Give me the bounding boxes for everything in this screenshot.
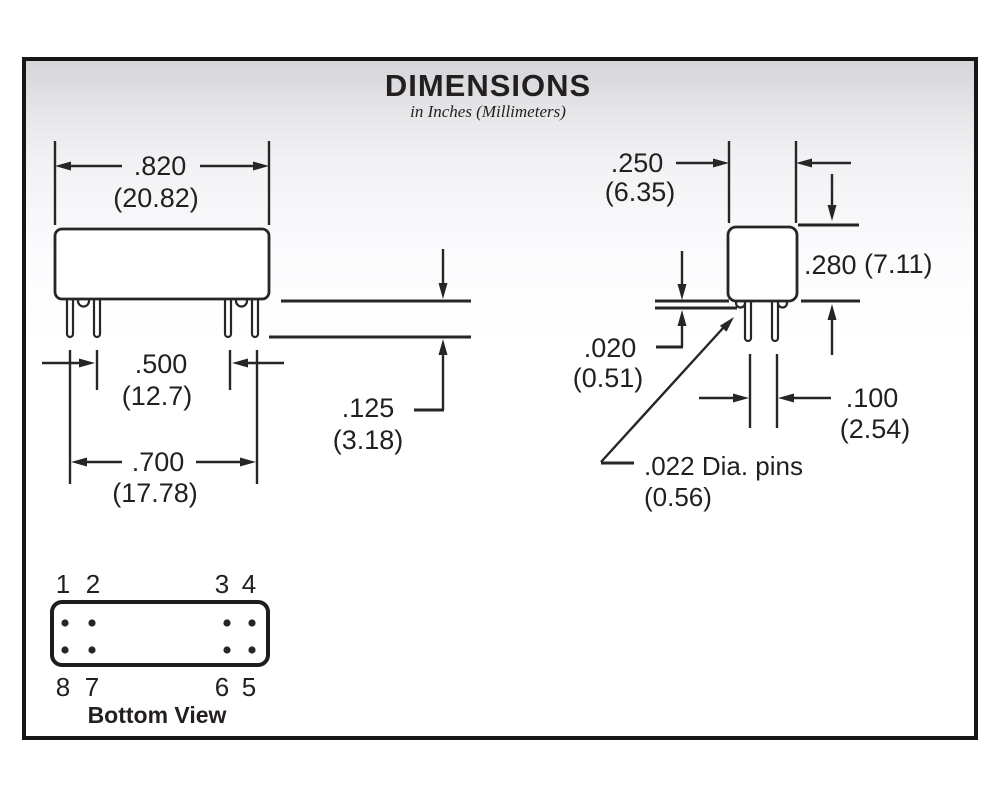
pin-number-6: 6	[215, 672, 229, 702]
bottom-view-label: Bottom View	[88, 702, 227, 728]
arrow-head	[438, 339, 448, 355]
arrow-head	[796, 158, 812, 168]
arrow-head	[240, 457, 256, 467]
pin-number-3: 3	[215, 569, 229, 599]
arrow-head	[733, 393, 749, 403]
pin-dot-6	[223, 646, 231, 654]
dim-value: .250	[611, 148, 664, 178]
page-subtitle: in Inches (Millimeters)	[410, 102, 566, 121]
dim-value: .820	[134, 151, 187, 181]
pin-number-2: 2	[86, 569, 100, 599]
dim-pin-pitch: .100 (2.54)	[699, 354, 910, 444]
leader-line	[600, 326, 725, 463]
dim-value-mm: (17.78)	[112, 478, 198, 508]
arrow-head	[719, 317, 734, 332]
dim-pin-diameter: .022 Dia. pins (0.56)	[600, 317, 803, 512]
dim-value-mm: (0.51)	[573, 363, 644, 393]
front-pin-2	[92, 293, 102, 339]
dim-value: .100	[846, 383, 899, 413]
dim-value-mm: (6.35)	[605, 177, 676, 207]
dim-value: .022 Dia. pins	[644, 451, 803, 481]
component-body-side	[726, 225, 799, 303]
dim-value-mm: (7.11)	[864, 249, 933, 279]
dim-value-mm: (12.7)	[122, 381, 193, 411]
pin-number-4: 4	[242, 569, 256, 599]
pin-dot-5	[248, 646, 256, 654]
dim-value: .280	[804, 250, 857, 280]
dim-value-mm: (20.82)	[113, 183, 199, 213]
bottom-view: 1 2 3 4 8 7 6 5 Bottom View	[50, 569, 270, 728]
dim-value: .020	[584, 333, 637, 363]
pin-dot-3	[223, 619, 231, 627]
dim-pin-length: .125 (3.18)	[269, 249, 471, 455]
component-body-front	[53, 227, 271, 301]
dim-body-width: .820 (20.82)	[53, 141, 271, 225]
dim-value: .500	[135, 349, 188, 379]
front-view: .820 (20.82) .500 (12.7)	[42, 141, 471, 508]
dim-value-mm: (3.18)	[333, 425, 404, 455]
page-title: DIMENSIONS	[385, 68, 591, 103]
arrow-head	[778, 393, 794, 403]
front-pin-1	[65, 293, 75, 339]
dim-standoff: .020 (0.51)	[573, 251, 737, 393]
pin-dot-7	[88, 646, 96, 654]
arrow-head	[71, 457, 87, 467]
dim-body-depth: .250 (6.35)	[605, 141, 851, 223]
dim-pin-span-inner: .500 (12.7)	[42, 349, 284, 411]
arrow-head	[677, 284, 687, 300]
pin-number-5: 5	[242, 672, 256, 702]
pin-dot-4	[248, 619, 256, 627]
dim-pin-span-outer: .700 (17.78)	[68, 350, 259, 508]
arrow-head	[438, 283, 448, 299]
dim-value: .700	[132, 447, 185, 477]
side-view: .250 (6.35) .280 (7.11)	[573, 141, 933, 512]
arrow-head	[79, 358, 95, 368]
arrow-head	[827, 304, 837, 320]
front-pin-3	[223, 293, 233, 339]
arrow-head	[827, 205, 837, 221]
dim-value-mm: (2.54)	[840, 414, 911, 444]
dim-value-mm: (0.56)	[644, 482, 712, 512]
bottom-view-outline	[50, 600, 270, 667]
pin-dot-1	[61, 619, 69, 627]
dim-value: .125	[342, 393, 395, 423]
front-pin-4	[250, 293, 260, 339]
pin-number-8: 8	[56, 672, 70, 702]
arrow-head	[55, 161, 71, 171]
header: DIMENSIONS in Inches (Millimeters)	[385, 68, 591, 121]
pin-number-7: 7	[85, 672, 99, 702]
arrow-head	[232, 358, 248, 368]
pin-dot-2	[88, 619, 96, 627]
arrow-head	[253, 161, 269, 171]
arrow-head	[677, 310, 687, 326]
dim-body-height: .280 (7.11)	[798, 174, 933, 355]
arrow-head	[713, 158, 729, 168]
pin-dot-8	[61, 646, 69, 654]
pin-number-1: 1	[56, 569, 70, 599]
